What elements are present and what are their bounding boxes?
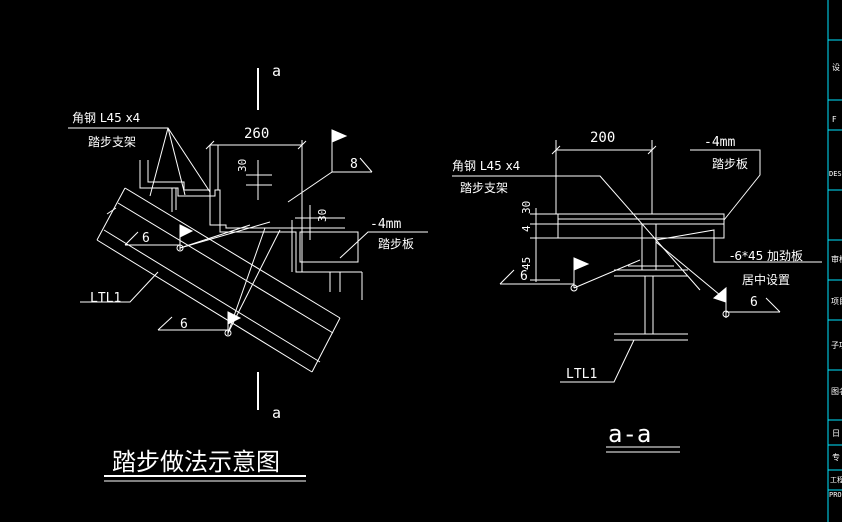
tb-cell-9: 工程: [830, 475, 842, 484]
weld-symbol-8: [287, 129, 373, 203]
dim-200: [551, 140, 657, 214]
dim-30-b: [295, 205, 345, 240]
plate-name-right: 踏步板: [712, 157, 748, 171]
tb-cell-7: 日: [832, 429, 840, 438]
weld-8: 8: [350, 157, 358, 172]
stringer-beam-ltl1: [96, 187, 341, 373]
weld-6-a: 6: [142, 231, 150, 246]
weld-6-right-b: 6: [750, 295, 758, 310]
weld-symbol-6-right-a: [499, 257, 641, 292]
plate-leader-right: [690, 149, 761, 221]
section-mark-top: a: [272, 62, 281, 80]
dim-200-label: 200: [590, 130, 615, 146]
stiffener-note: 居中设置: [742, 272, 790, 287]
section-aa: [557, 213, 725, 341]
tb-cell-3: 审核: [831, 254, 842, 264]
angle-label-right-line2: 踏步支架: [460, 181, 508, 195]
tb-cell-5: 子项: [831, 341, 842, 350]
dim-vertical-right: [530, 208, 560, 282]
plate-name-left: 踏步板: [378, 237, 414, 251]
dim-260-left: [205, 140, 307, 230]
angle-label-line1: 角钢 L45 x4: [72, 111, 140, 125]
weld-6-b: 6: [180, 317, 188, 332]
tb-cell-6: 图名: [831, 386, 842, 396]
weld-symbol-6-a: [124, 221, 271, 252]
section-mark-bottom: a: [272, 404, 281, 422]
plate-leader: [339, 231, 428, 259]
weld-symbol-6-b: [157, 227, 281, 337]
tb-cell-1: F: [832, 115, 837, 124]
drawing-title: 踏步做法示意图: [112, 448, 280, 476]
beam-leader: [80, 271, 159, 303]
beam-label-left: LTL1: [90, 291, 121, 306]
section-title: a-a: [608, 420, 651, 448]
dim-30-a-label: 30: [236, 159, 249, 172]
tb-cell-4: 项目: [831, 297, 842, 306]
tb-cell-2: DES: [829, 170, 842, 178]
plate-label-left: -4mm: [370, 217, 401, 232]
weld-symbol-6-right-b: [655, 241, 781, 318]
weld-6-right-a: 6: [520, 269, 528, 284]
dim-30-a: [246, 160, 272, 200]
title-block: [827, 0, 842, 522]
dim-260-label: 260: [244, 126, 269, 142]
tb-cell-10: PRO: [829, 491, 842, 499]
dim-30-b-label: 30: [316, 209, 329, 222]
angle-label-right-line1: 角钢 L45 x4: [452, 159, 520, 173]
tb-cell-0: 设: [832, 62, 840, 72]
dim-4-label: 4: [520, 225, 533, 232]
angle-label-line2: 踏步支架: [88, 135, 136, 149]
tb-cell-8: 专: [832, 452, 840, 462]
stiffener-label: -6*45 加劲板: [730, 249, 803, 263]
dim-30-right-label: 30: [520, 201, 533, 214]
dim-45-label: 45: [520, 257, 533, 270]
beam-label-right: LTL1: [566, 367, 597, 382]
step-bracket: [139, 145, 363, 300]
angle-leader-right: [452, 175, 701, 291]
plate-label-right: -4mm: [704, 135, 735, 150]
